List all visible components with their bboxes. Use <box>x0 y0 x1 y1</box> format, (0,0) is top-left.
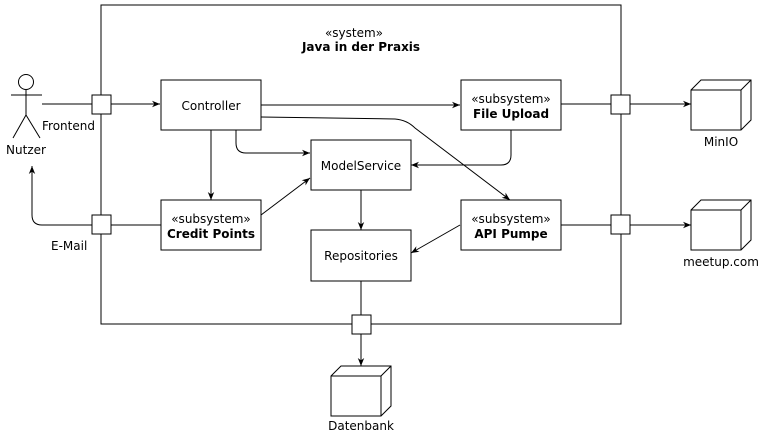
node-datenbank: Datenbank <box>328 365 394 433</box>
credit-points-stereotype: «subsystem» <box>171 212 251 226</box>
port-frontend <box>91 94 112 115</box>
port-minio <box>610 94 631 115</box>
component-file-upload: «subsystem» File Upload <box>460 79 562 131</box>
edge-email-port-nutzer <box>28 166 92 226</box>
edge-file-upload-model-service <box>411 130 512 169</box>
actor-label: Nutzer <box>6 143 46 157</box>
datenbank-label: Datenbank <box>328 419 394 433</box>
node-minio: MinIO <box>690 79 752 149</box>
node-meetup: meetup.com <box>683 199 759 269</box>
repositories-label: Repositories <box>324 249 398 263</box>
frontend-label: Frontend <box>42 119 95 133</box>
system-name: Java in der Praxis <box>301 40 420 54</box>
model-service-label: ModelService <box>321 159 401 173</box>
component-model-service: ModelService <box>310 139 412 191</box>
system-stereotype: «system» <box>325 26 383 40</box>
file-upload-stereotype: «subsystem» <box>471 92 551 106</box>
edge-api-pumpe-repositories <box>410 224 461 254</box>
actor-nutzer: Nutzer <box>6 74 46 157</box>
edge-controller-model-service <box>235 130 310 157</box>
edge-credit-points-model-service <box>260 177 311 216</box>
component-credit-points: «subsystem» Credit Points <box>160 199 262 251</box>
edge-controller-api-pumpe <box>260 116 511 201</box>
port-meetup <box>610 214 631 235</box>
controller-label: Controller <box>181 99 240 113</box>
minio-label: MinIO <box>704 135 738 149</box>
actor-body <box>11 90 42 139</box>
meetup-label: meetup.com <box>683 255 759 269</box>
port-datenbank <box>351 314 372 335</box>
api-pumpe-label: API Pumpe <box>474 227 547 241</box>
component-api-pumpe: «subsystem» API Pumpe <box>460 199 562 251</box>
component-repositories: Repositories <box>310 229 412 282</box>
file-upload-label: File Upload <box>473 107 549 121</box>
actor-head <box>18 74 34 90</box>
credit-points-label: Credit Points <box>167 227 255 241</box>
api-pumpe-stereotype: «subsystem» <box>471 212 551 226</box>
email-label: E-Mail <box>51 239 87 253</box>
component-controller: Controller <box>160 79 262 131</box>
edges <box>28 100 691 366</box>
port-email <box>91 214 112 235</box>
